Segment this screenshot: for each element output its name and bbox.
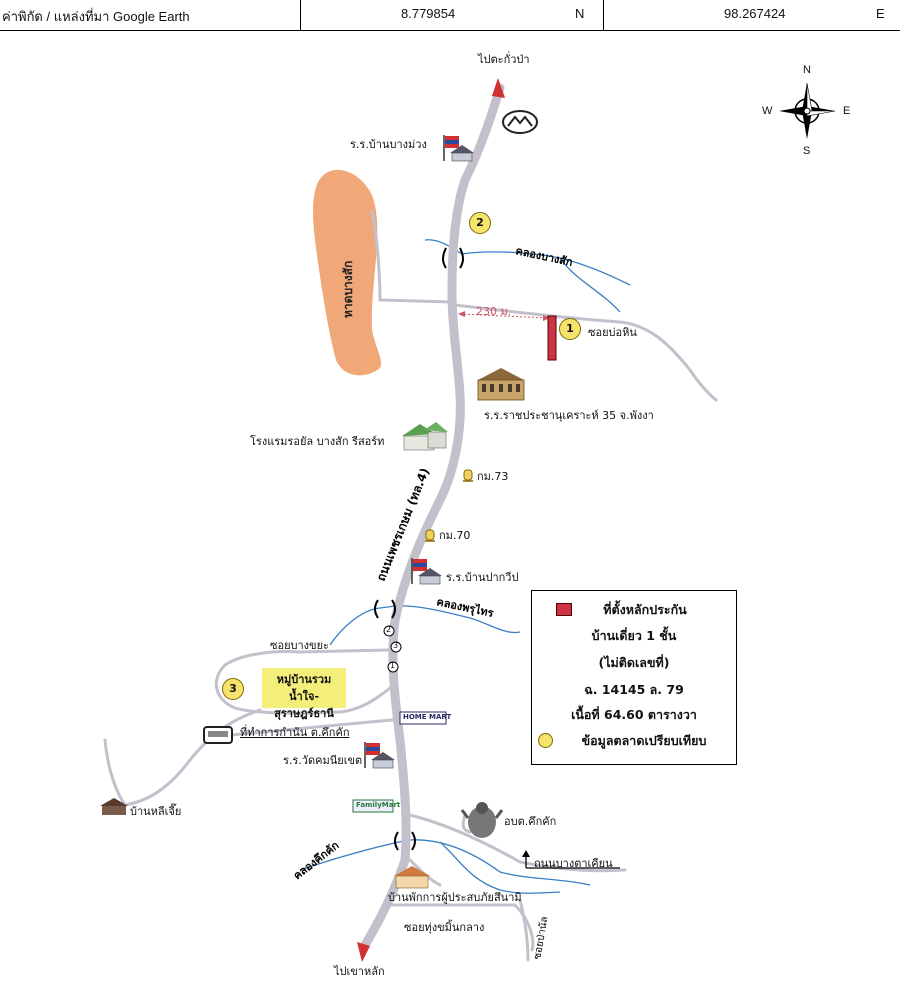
compass-icon: [779, 82, 836, 139]
highway-phetkasem: [360, 83, 505, 950]
side-roads: [103, 210, 718, 962]
legend-line-6: ข้อมูลตลาดเปรียบเทียบ: [581, 733, 707, 748]
collateral-marker: [547, 315, 557, 361]
car-dealer-logo-icon: [502, 110, 538, 134]
canal-bangsak-branch: [559, 257, 621, 313]
arrow-north-head: [492, 78, 505, 98]
marker-2: 2: [469, 212, 491, 234]
beach-bangsak-shape: [313, 169, 382, 376]
village-highlight: หมู่บ้านรวมน้ำใจ- สุราษฎร์ธานี: [262, 668, 346, 720]
school-ratchaprachanukhro-label: ร.ร.ราชประชานุเคราะห์ 35 จ.พังงา: [484, 409, 654, 422]
bangtakhian-arrow: [522, 850, 620, 869]
house-leejia-icon: [100, 798, 128, 815]
obt-khukkhak-label: อบต.คึกคัก: [504, 815, 557, 828]
km70-label: กม.70: [439, 529, 471, 542]
ban-leejia-label: บ้านหลีเจี๊ย: [130, 805, 182, 818]
canal-phruthai-line: [329, 605, 521, 646]
canal-khukkhak-label: คลองคึกคัก: [291, 839, 342, 883]
school-pakweep-label: ร.ร.บ้านปากวีป: [446, 571, 519, 584]
school-watkhomniyet-label: ร.ร.วัดคมนียเขต: [283, 754, 363, 767]
road-marker-1: 1: [390, 661, 396, 670]
soi-pannan-label: ซอยป่านัล: [532, 916, 550, 961]
school-bangmuang-label: ร.ร.บ้านบางม่วง: [350, 138, 427, 151]
road-marker-3: 3: [393, 641, 399, 650]
legend-market-swatch: [538, 733, 553, 748]
home-mart-label: HOME MART: [403, 713, 452, 721]
canal-bangsak-line: [424, 239, 631, 286]
coordinate-source-label: ค่าพิกัด / แหล่งที่มา Google Earth: [2, 9, 190, 24]
compass-west-label: W: [762, 105, 773, 117]
road-soi-bohin: [453, 303, 718, 402]
longitude-value: 98.267424: [724, 6, 786, 21]
beach-label: หาดบางสัก: [341, 261, 355, 318]
school-building-icon: [477, 368, 525, 401]
latitude-direction: N: [575, 6, 585, 21]
coordinate-bar: ค่าพิกัด / แหล่งที่มา Google Earth 8.779…: [0, 0, 900, 31]
bridges: [374, 247, 464, 851]
longitude-cell: 98.267424 E: [604, 0, 900, 31]
kamnan-office-label: ที่ทำการกำนัน ต.คึกคัก: [240, 726, 350, 739]
marker-3: 3: [222, 678, 244, 700]
family-mart-label: FamilyMart: [356, 801, 401, 809]
road-pannan: [518, 898, 530, 962]
road-to-obt: [461, 813, 472, 834]
canals: [299, 239, 631, 894]
school-watkhomniyet-icon: [364, 742, 395, 769]
latitude-cell: 8.779854 N: [301, 0, 604, 31]
canal-khukkhak-line: [299, 839, 591, 886]
road-kamnan: [218, 718, 394, 738]
to-takuapa-label: ไปตะกั่วป่า: [478, 53, 530, 66]
home-mart-icon: [399, 711, 447, 725]
arrow-south-head: [357, 942, 370, 962]
road-to-leejia: [103, 708, 262, 807]
kamnan-office-icon: [203, 726, 233, 744]
legend-collateral-swatch: [556, 603, 572, 616]
road-bangtakhian-label: ถนนบางตาเคียน: [534, 857, 613, 870]
legend-line-3: (ไม่ติดเลขที่): [598, 655, 670, 670]
tsunami-shelter-label: บ้านพักการผู้ประสบภัยสึนามิ: [388, 891, 522, 904]
legend-line-2: บ้านเดี่ยว 1 ชั้น: [591, 628, 677, 643]
village-label-line2: สุราษฎร์ธานี: [274, 707, 334, 720]
to-khaolak-label: ไปเขาหลัก: [334, 965, 385, 978]
road-marker-2: 2: [386, 625, 392, 634]
village-full-name: [262, 668, 346, 708]
road-thungkhamin: [383, 903, 535, 952]
coordinate-source-cell: ค่าพิกัด / แหล่งที่มา Google Earth: [0, 0, 301, 31]
hotel-icon: [402, 422, 448, 451]
canal-khukkhak-branch: [439, 841, 561, 894]
km73-post-icon: [463, 469, 473, 482]
latitude-value: 8.779854: [401, 6, 456, 21]
tsunami-shelter-icon: [394, 866, 430, 889]
canal-bangsak-label: คลองบางสัก: [514, 244, 574, 269]
road-bangtakhian: [408, 813, 627, 873]
family-mart-icon: [352, 799, 394, 813]
school-bangmuang-icon: [443, 135, 474, 162]
school-pakweep-icon: [411, 558, 442, 585]
soi-bangkhaya-label: ซอยบางขยะ: [270, 639, 329, 652]
legend-line-1: ที่ตั้งหลักประกัน: [603, 602, 687, 617]
hotel-label: โรงแรมรอยัล บางสัก รีสอร์ท: [250, 435, 385, 448]
distance-measure: [458, 311, 550, 321]
km70-post-icon: [425, 529, 435, 542]
compass-south-label: S: [803, 145, 811, 157]
soi-bohin-label: ซอยบ่อหิน: [588, 326, 637, 339]
road-to-beach: [370, 210, 454, 304]
road-small-markers: [383, 625, 402, 673]
longitude-direction: E: [876, 6, 885, 21]
village-label-line1: หมู่บ้านรวมน้ำใจ-: [276, 673, 332, 703]
distance-label: 230 ม.: [476, 305, 512, 318]
road-soi-bangkhaya: [214, 648, 392, 715]
marker-1: 1: [559, 318, 581, 340]
legend-line-4: ฉ. 14145 ล. 79: [584, 682, 684, 697]
garuda-emblem-icon: [460, 802, 504, 838]
legend-line-5: เนื้อที่ 64.60 ตารางวา: [571, 707, 697, 722]
legend: ที่ตั้งหลักประกัน บ้านเดี่ยว 1 ชั้น (ไม่…: [531, 590, 737, 765]
compass-east-label: E: [843, 105, 851, 117]
soi-thungkhamin-label: ซอยทุ่งขมิ้นกลาง: [404, 921, 485, 934]
compass-north-label: N: [803, 64, 811, 76]
km73-label: กม.73: [477, 470, 509, 483]
